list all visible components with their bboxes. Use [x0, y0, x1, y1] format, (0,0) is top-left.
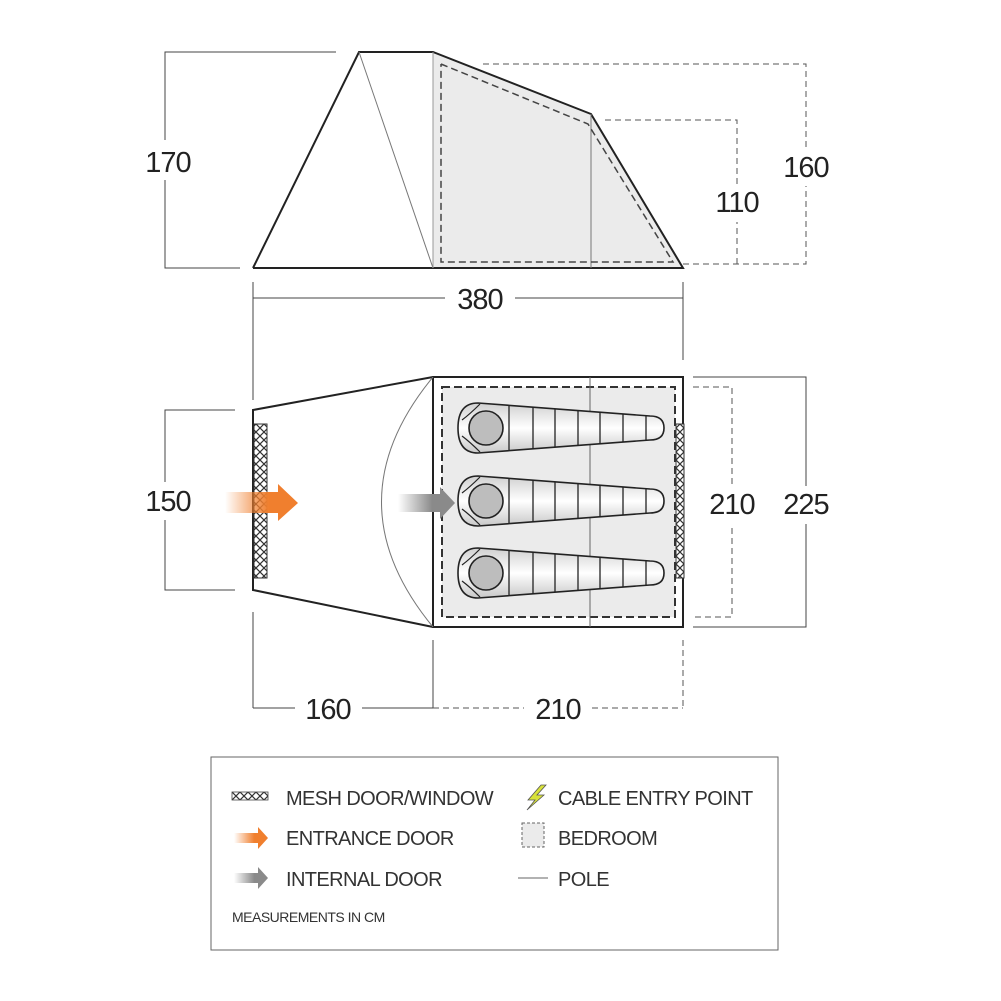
dim-bedroom-outer-width: 225 — [783, 489, 828, 521]
side-view: 170 160 110 380 — [140, 51, 836, 400]
dim-length-total: 380 — [457, 284, 502, 316]
mesh-window-rear — [675, 423, 685, 579]
sleeping-bag — [457, 402, 665, 454]
internal-arrow-icon — [234, 867, 268, 889]
bedroom-icon — [521, 822, 545, 848]
sleeping-bag — [457, 547, 665, 599]
entrance-door-arrow — [225, 484, 298, 521]
dim-bedroom-length: 210 — [535, 694, 580, 726]
dim-porch-width: 150 — [145, 486, 190, 518]
dim-rear-height: 110 — [715, 187, 758, 219]
dim-bedroom-inner-width: 210 — [709, 489, 754, 521]
pillow-icon — [468, 483, 504, 519]
entrance-arrow-icon — [234, 827, 268, 849]
internal-door-arrow — [398, 487, 455, 519]
bedroom-outline-side — [440, 63, 675, 263]
legend-mesh: MESH DOOR/WINDOW — [286, 788, 494, 810]
pillow-icon — [468, 555, 504, 591]
legend-internal: INTERNAL DOOR — [286, 869, 442, 891]
dim-porch-length: 160 — [305, 694, 350, 726]
sleeping-bags — [457, 402, 665, 599]
legend-box — [210, 756, 779, 951]
dim-height-total: 170 — [145, 147, 190, 179]
sleeping-bag — [457, 475, 665, 527]
floor-plan: 150 225 210 160 210 — [140, 376, 836, 726]
pillow-icon — [468, 410, 504, 446]
dim-line-110 — [605, 119, 738, 264]
legend-note: MEASUREMENTS IN CM — [232, 909, 385, 925]
dim-bedroom-height: 160 — [783, 152, 828, 184]
lightning-icon — [526, 784, 547, 811]
legend: MESH DOOR/WINDOW ENTRANCE DOOR INTERNAL … — [210, 756, 779, 951]
internal-door-arc — [381, 376, 434, 628]
legend-pole: POLE — [558, 869, 609, 891]
legend-bedroom: BEDROOM — [558, 828, 657, 850]
legend-entrance: ENTRANCE DOOR — [286, 828, 454, 850]
pole-front — [358, 51, 434, 269]
tent-outline-side — [252, 51, 685, 269]
mesh-icon — [231, 791, 269, 801]
legend-cable: CABLE ENTRY POINT — [558, 788, 753, 810]
bedroom-side-fill — [433, 52, 683, 268]
